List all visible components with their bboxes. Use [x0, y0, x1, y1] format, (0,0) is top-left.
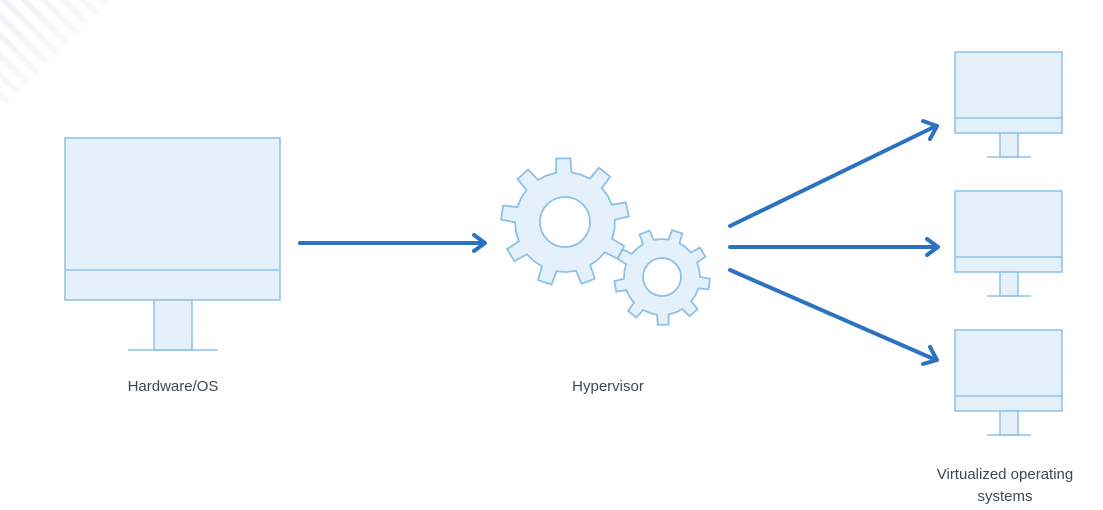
arrow-hypervisor-to-virtual-os-1 — [728, 119, 939, 228]
arrow-hypervisor-to-virtual-os-2 — [728, 237, 940, 257]
virtualized-os-label: Virtualized operating systems — [905, 464, 1103, 508]
hardware-monitor-icon — [64, 137, 281, 351]
virtual-os-3-monitor-icon — [954, 329, 1063, 436]
virtualized-os-label-line1: Virtualized operating — [936, 466, 1074, 483]
virtual-os-2-monitor-icon — [954, 190, 1063, 297]
virtual-os-1-monitor-icon — [954, 51, 1063, 158]
hypervisor-label: Hypervisor — [572, 378, 644, 395]
arrow-hardware-to-hypervisor — [298, 233, 487, 253]
hardware-os-label: Hardware/OS — [127, 378, 219, 395]
arrow-hypervisor-to-virtual-os-3 — [728, 268, 939, 366]
virtualized-os-label-line2: systems — [977, 488, 1033, 505]
decorative-hatch — [0, 0, 110, 110]
gears-icon — [499, 157, 712, 326]
